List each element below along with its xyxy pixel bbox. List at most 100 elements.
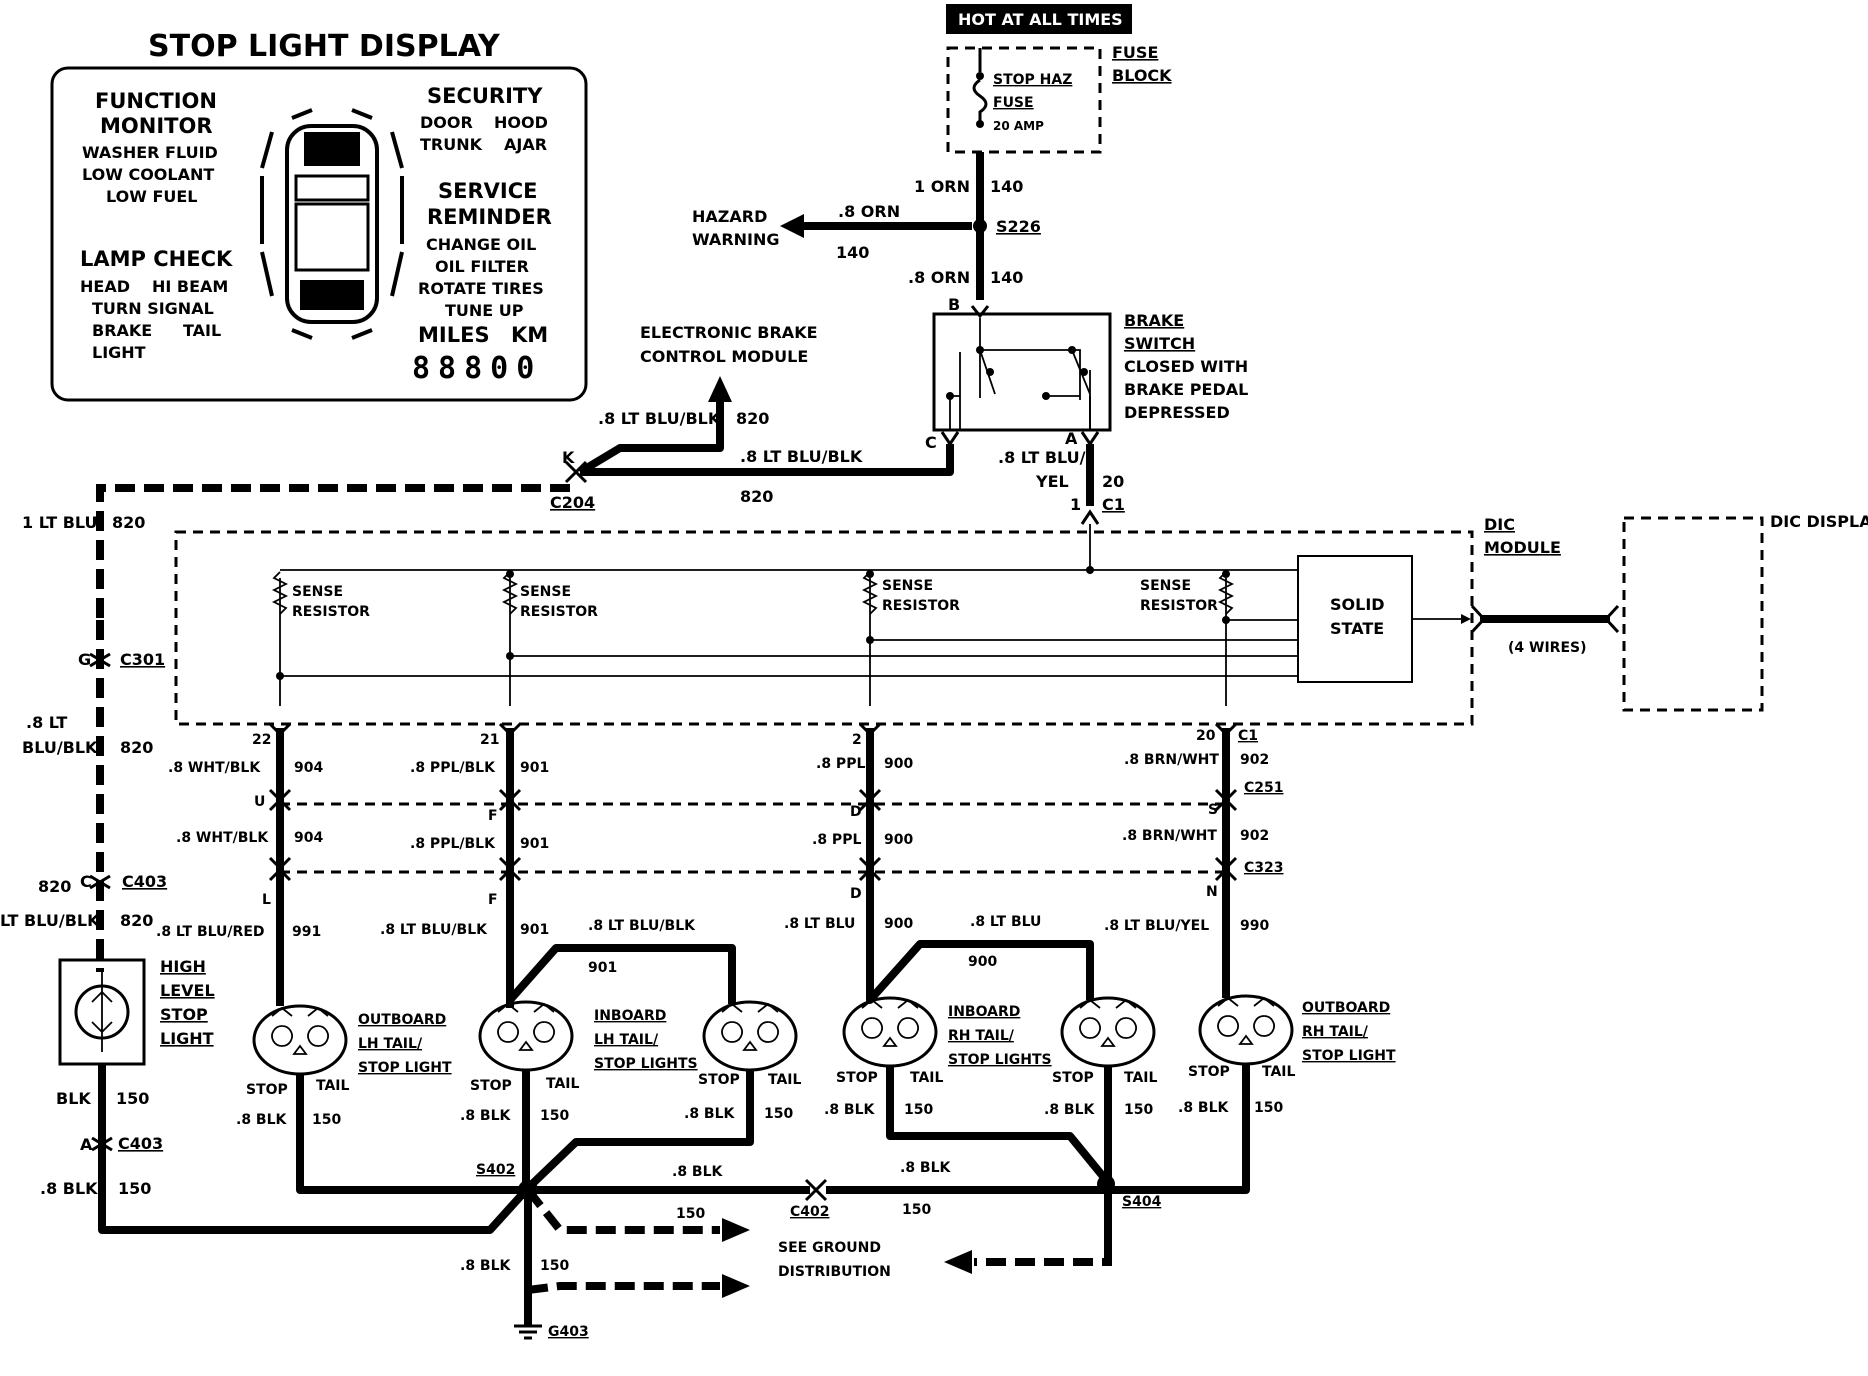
circuit-820-c: 820 bbox=[112, 513, 145, 532]
reminder-label: REMINDER bbox=[427, 205, 552, 229]
outboard-lh-tail-label: TAIL bbox=[316, 1078, 350, 1094]
wire-color-8-orn-b: .8 ORN bbox=[908, 268, 970, 287]
hazard-warning-label: HAZARD bbox=[692, 207, 767, 226]
outboard-lh-label-2: LH TAIL/ bbox=[358, 1036, 423, 1052]
splice-s226 bbox=[973, 219, 987, 233]
ebcm-label: ELECTRONIC BRAKE bbox=[640, 323, 818, 342]
inboard-lh-label-3: STOP LIGHTS bbox=[594, 1056, 698, 1072]
brake-label: BRAKE bbox=[92, 321, 152, 340]
outboard-rh-lamp bbox=[1198, 994, 1294, 1066]
fuse-rating-label: 20 AMP bbox=[993, 119, 1044, 133]
ground-circuits: .8 BLK 150 .8 BLK 150 .8 BLK 150 .8 BLK … bbox=[236, 1064, 1283, 1340]
wire-color-lt-blu-blk-b: .8 LT BLU/BLK bbox=[740, 447, 863, 466]
inboard-rh-bulb-2-icon bbox=[1060, 996, 1156, 1068]
see-ground-label-2: DISTRIBUTION bbox=[778, 1264, 891, 1280]
change-oil-label: CHANGE OIL bbox=[426, 235, 536, 254]
wire-color-8-blk-i: .8 BLK bbox=[900, 1160, 952, 1176]
wire-color-blk: BLK bbox=[56, 1089, 91, 1108]
circuit-900-d: 900 bbox=[968, 954, 997, 970]
inboard-rh-1-tail-label: TAIL bbox=[910, 1070, 944, 1086]
wire-color-lt-blu-blk-c: LT BLU/BLK bbox=[0, 911, 100, 930]
output-circuits: 22 .8 WHT/BLK 904 U .8 WHT/BLK 904 L .8 … bbox=[156, 722, 1284, 1008]
wire-color-1-lt-blu: 1 LT BLU bbox=[22, 513, 98, 532]
connector-c403-bottom: C403 bbox=[118, 1134, 163, 1153]
dic-display-label: DIC DISPLAY bbox=[1770, 512, 1868, 531]
wire-color-8-blk-j: .8 BLK bbox=[460, 1258, 512, 1274]
hood-label: HOOD bbox=[494, 113, 548, 132]
wire-color-lt-blu-yel-b: .8 LT BLU/YEL bbox=[1104, 918, 1209, 934]
circuit-820-a: 820 bbox=[736, 409, 769, 428]
wire-color-wht-blk-a: .8 WHT/BLK bbox=[168, 760, 261, 776]
connector-c251: C251 bbox=[1244, 780, 1284, 796]
wire-color-8-lt: .8 LT bbox=[26, 713, 67, 732]
wire-color-blu-blk: BLU/BLK bbox=[22, 738, 98, 757]
circuit-140-c: 140 bbox=[990, 268, 1023, 287]
inboard-lh-bulb-1-icon bbox=[478, 1000, 574, 1072]
wire-color-8-blk-d: .8 BLK bbox=[684, 1106, 736, 1122]
hot-at-all-times-box bbox=[946, 4, 1132, 34]
circuit-150-e: 150 bbox=[764, 1106, 793, 1122]
four-wires-label: (4 WIRES) bbox=[1508, 640, 1587, 656]
stop-haz-fuse-icon bbox=[972, 48, 988, 124]
outboard-lh-stop-label: STOP bbox=[246, 1082, 288, 1098]
outboard-lh-label: OUTBOARD bbox=[358, 1012, 446, 1028]
function-monitor-label: FUNCTION bbox=[95, 89, 217, 113]
wire-color-ppl-a: .8 PPL bbox=[816, 756, 865, 772]
ground-dist-arrow-top-icon bbox=[722, 1218, 750, 1242]
dic-module-box bbox=[174, 530, 1474, 726]
outboard-rh-stop-label: STOP bbox=[1188, 1064, 1230, 1080]
wire-color-8-blk-e: .8 BLK bbox=[824, 1102, 876, 1118]
door-label: DOOR bbox=[420, 113, 473, 132]
circuit-901-d: 901 bbox=[588, 960, 617, 976]
wire-color-lt-blu-blk-d: .8 LT BLU/BLK bbox=[380, 922, 488, 938]
see-ground-label: SEE GROUND bbox=[778, 1240, 881, 1256]
wire-color-wht-blk-b: .8 WHT/BLK bbox=[176, 830, 269, 846]
inboard-lh-label-2: LH TAIL/ bbox=[594, 1032, 659, 1048]
wire-color-brn-wht-b: .8 BRN/WHT bbox=[1122, 828, 1217, 844]
sense-resistor-1-label: SENSE bbox=[292, 584, 343, 600]
c251-pin-f: F bbox=[488, 808, 498, 824]
turn-signal-label: TURN SIGNAL bbox=[92, 299, 214, 318]
wire-color-8-orn-a: .8 ORN bbox=[838, 202, 900, 221]
circuit-20: 20 bbox=[1102, 472, 1124, 491]
circuit-150-i: 150 bbox=[676, 1206, 705, 1222]
circuit-900-c: 900 bbox=[884, 916, 913, 932]
connector-c403-top: C403 bbox=[122, 872, 167, 891]
circuit-140-b: 140 bbox=[836, 243, 869, 262]
circuit-150-g: 150 bbox=[1124, 1102, 1153, 1118]
c403-pin-c: C bbox=[80, 872, 92, 891]
wire-color-8-blk-h: .8 BLK bbox=[672, 1164, 724, 1180]
brake-switch-pin-b: B bbox=[948, 295, 960, 314]
circuit-991: 991 bbox=[292, 924, 321, 940]
sense-resistor-4-label-2: RESISTOR bbox=[1140, 598, 1218, 614]
brake-switch-label-3: CLOSED WITH bbox=[1124, 357, 1248, 376]
panel-frame bbox=[50, 66, 588, 402]
high-level-label: HIGH bbox=[160, 957, 206, 976]
function-monitor-label-2: MONITOR bbox=[100, 114, 213, 138]
inboard-lh-1-tail-label: TAIL bbox=[546, 1076, 580, 1092]
fuse-block-label-2: BLOCK bbox=[1112, 66, 1172, 85]
circuit-150-k: 150 bbox=[540, 1258, 569, 1274]
inboard-rh-1-stop-label: STOP bbox=[836, 1070, 878, 1086]
ground-g403-label: G403 bbox=[548, 1324, 589, 1340]
inboard-rh-label-2: RH TAIL/ bbox=[948, 1028, 1015, 1044]
c204-pin-k: K bbox=[562, 448, 575, 467]
dic-pin-22: 22 bbox=[252, 732, 271, 748]
outboard-rh-bulb-icon bbox=[1198, 994, 1294, 1066]
outboard-rh-tail-label: TAIL bbox=[1262, 1064, 1296, 1080]
inboard-lh-lamp-2 bbox=[702, 1000, 798, 1072]
brake-switch: B C A BRAKE SWITCH CLOSED WITH BRAKE PED… bbox=[925, 295, 1248, 525]
wire-color-lt-blu-yel: .8 LT BLU/ bbox=[998, 448, 1086, 467]
circuit-820-d: 820 bbox=[120, 738, 153, 757]
c251-pin-u: U bbox=[254, 794, 265, 810]
inboard-rh-lamp-1 bbox=[842, 996, 938, 1068]
rotate-tires-label: ROTATE TIRES bbox=[418, 279, 544, 298]
brake-switch-box bbox=[932, 312, 1112, 432]
wire-color-lt-blu-blk-a: .8 LT BLU/BLK bbox=[598, 409, 721, 428]
service-label: SERVICE bbox=[438, 179, 537, 203]
ground-dist-arrow-bottom-icon bbox=[722, 1274, 750, 1298]
tail-stop-lamps: OUTBOARD LH TAIL/ STOP LIGHT INBOARD LH … bbox=[246, 994, 1396, 1098]
brake-switch-label-4: BRAKE PEDAL bbox=[1124, 380, 1248, 399]
dic-module-label-2: MODULE bbox=[1484, 538, 1561, 557]
